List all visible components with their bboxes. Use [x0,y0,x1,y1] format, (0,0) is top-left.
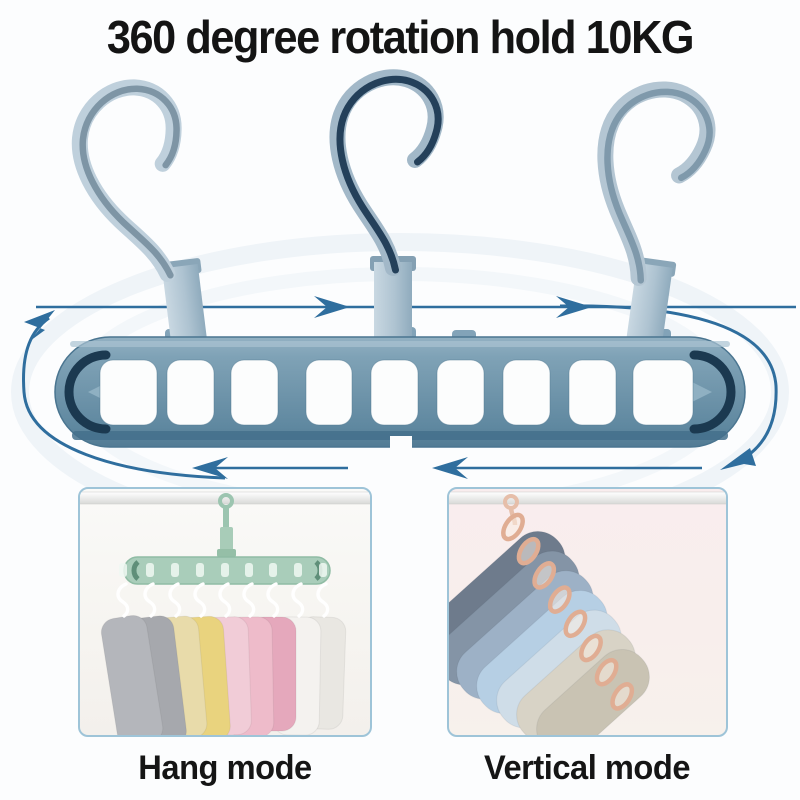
green-hanger-joint [217,549,236,557]
chain-link-icon [532,561,557,590]
chain-link-icon [516,536,541,566]
green-bar-end-left [131,560,140,581]
green-bar-slot [196,563,204,577]
garment [100,614,164,735]
white-hook-icon [193,582,207,618]
hanger-hole [305,359,353,426]
hanger-hole [436,359,485,426]
hanger-holes [99,359,694,426]
white-hanger-hooks [116,582,330,618]
swivel-end-left [64,350,111,434]
hang-mode-photo [78,487,372,737]
vertical-mode-label: Vertical mode [483,749,691,787]
closet-rail [80,491,370,505]
white-hook-icon [116,582,130,618]
white-hook-icon [291,582,305,618]
hanger-hole [230,359,279,426]
rotation-arrowhead-up-icon [24,310,55,341]
closet-rail [449,491,726,505]
chain-link-icon [579,633,603,663]
vertical-mode-scene [449,491,726,735]
vertical-mode-photo [447,487,728,737]
white-hook-icon [143,582,157,618]
rotation-arrowhead-left-icon [432,457,468,479]
ripple-decoration [11,233,789,497]
garment [536,648,650,735]
green-bar-slot [269,563,277,577]
chain-link-icon [501,512,525,542]
white-hook-icon [218,582,232,618]
hanger-hole [632,359,694,426]
hanger-hole [99,359,158,426]
hang-mode-label: Hang mode [138,749,312,787]
hanger-hole [166,359,215,426]
swivel-end-right [689,350,736,434]
green-bar-slot [294,563,302,577]
green-bar-slot [319,563,327,577]
chain-link-icon [594,657,619,687]
hanger-hole [568,359,617,426]
white-hook-icon [242,582,256,618]
chain-link-icon [610,682,635,711]
green-bar-slot [146,563,154,577]
rose-hanger-chain [501,512,635,711]
white-hook-icon [266,582,280,618]
hanger-hole [502,359,551,426]
hanger-hole [370,359,419,426]
green-bar-slot [119,563,127,577]
bottom-notch [390,436,412,449]
swivel-notch-right-icon [688,380,712,404]
green-bar-slot [171,563,179,577]
hanging-clothes [100,614,347,735]
white-hook-icon [168,582,182,618]
hang-mode-scene [80,491,370,735]
rotation-arrowhead-right-icon [314,296,350,318]
page-title: 360 degree rotation hold 10KG [106,11,695,63]
rotation-arrowhead-left-icon [192,457,228,479]
hook-left-icon [67,78,211,289]
green-hanger-stem [220,527,233,553]
white-hook-icon [316,582,330,618]
chain-link-icon [563,609,588,639]
green-hanger-hook [218,493,234,529]
hanger-bar [54,336,746,449]
green-bar-slot [245,563,253,577]
rotation-arrowhead-down-icon [720,448,756,470]
rotation-arc-left [22,316,226,480]
rotation-diagram [11,0,796,497]
green-bar-slots [119,563,327,577]
green-bar-slot [221,563,229,577]
chain-link-icon [547,585,572,614]
